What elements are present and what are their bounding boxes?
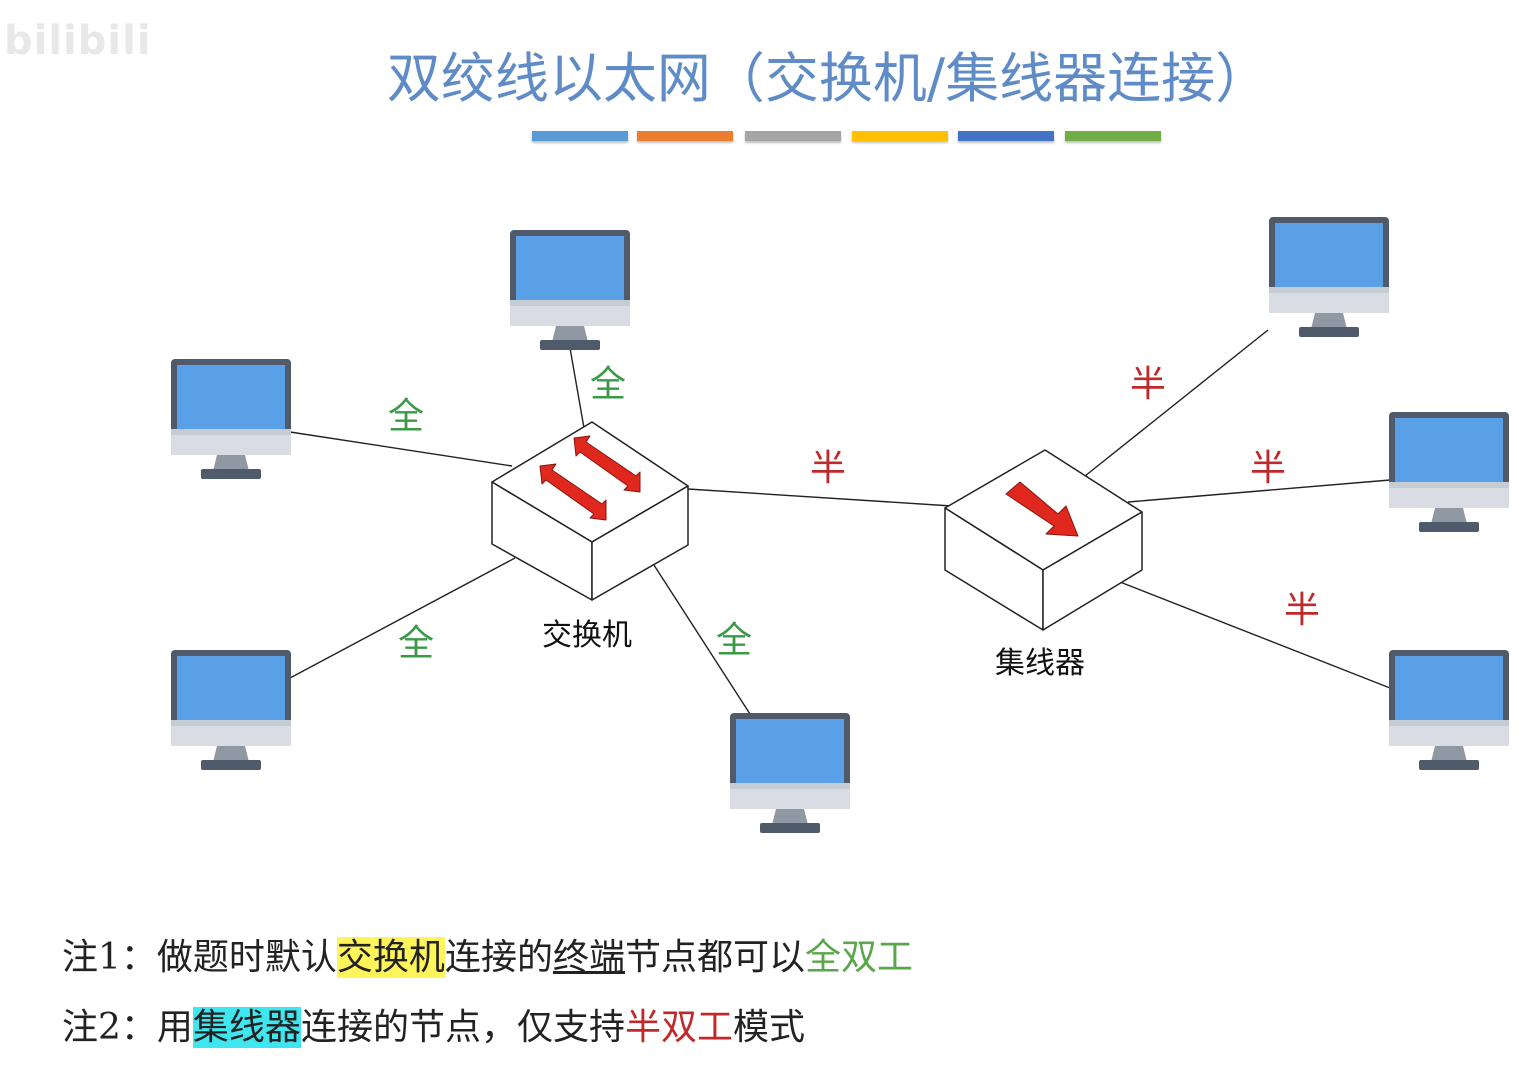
note-1-text: 做题时默认 [156, 937, 337, 978]
note-2-half-duplex: 半双工 [624, 1007, 733, 1048]
edge-label-half: 半 [810, 448, 846, 489]
edge-label-half: 半 [1284, 590, 1320, 631]
cable-switch-hub [687, 488, 953, 507]
computer-icon [510, 230, 630, 350]
color-bar [637, 131, 733, 141]
switch-icon [491, 421, 689, 601]
hub-icon [944, 449, 1143, 631]
note-1-underline-terminal: 终端 [552, 937, 625, 978]
note-2-prefix: 注2： [62, 1007, 157, 1048]
slide-title: 双绞线以太网（交换机/集线器连接） [386, 47, 1270, 110]
edge-label-half: 半 [1130, 364, 1166, 405]
color-bar [532, 131, 628, 141]
edge-label-full: 全 [398, 623, 434, 664]
edge-label-full: 全 [388, 396, 424, 437]
cable-switch-pc-top [569, 347, 585, 429]
note-2-text: 连接的节点，仅支持 [300, 1007, 625, 1048]
note-1-text: 节点都可以 [624, 937, 805, 978]
hub-label: 集线器 [995, 646, 1085, 681]
note-1-highlight-switch: 交换机 [336, 937, 445, 978]
cable-switch-pc-left [289, 431, 513, 467]
color-bar [745, 131, 841, 141]
switch-label: 交换机 [542, 618, 632, 653]
note-2-highlight-hub: 集线器 [192, 1007, 301, 1048]
note-1-prefix: 注1： [62, 937, 157, 978]
color-bar [852, 131, 948, 141]
note-1: 注1：做题时默认交换机连接的终端节点都可以全双工 [62, 930, 913, 1000]
note-2-text: 用 [156, 1007, 193, 1048]
computer-icon [171, 650, 291, 770]
cable-switch-pc-bottom-right [651, 561, 751, 715]
computer-icon [730, 713, 850, 833]
color-bar [958, 131, 1054, 141]
edge-label-half: 半 [1250, 448, 1286, 489]
computer-icon [1269, 217, 1389, 337]
computer-icon [171, 359, 291, 479]
notes: 注1：做题时默认交换机连接的终端节点都可以全双工 注2：用集线器连接的节点，仅支… [62, 930, 913, 1070]
cables [289, 329, 1391, 715]
note-1-full-duplex: 全双工 [804, 937, 913, 978]
cable-hub-pc-top-right [1084, 329, 1269, 477]
cable-switch-pc-bottom-left [289, 557, 516, 679]
cable-hub-pc-right [1127, 479, 1391, 503]
note-1-text: 连接的 [444, 937, 553, 978]
computer-icon [1389, 650, 1509, 770]
note-2-text: 模式 [732, 1007, 805, 1048]
color-bar [1065, 131, 1161, 141]
cable-hub-pc-bottom-right [1119, 581, 1391, 689]
note-2: 注2：用集线器连接的节点，仅支持半双工模式 [62, 1000, 913, 1070]
bilibili-watermark: bilibili [4, 18, 152, 64]
edge-label-full: 全 [716, 620, 752, 661]
computer-icon [1389, 412, 1509, 532]
edge-label-full: 全 [590, 364, 626, 405]
